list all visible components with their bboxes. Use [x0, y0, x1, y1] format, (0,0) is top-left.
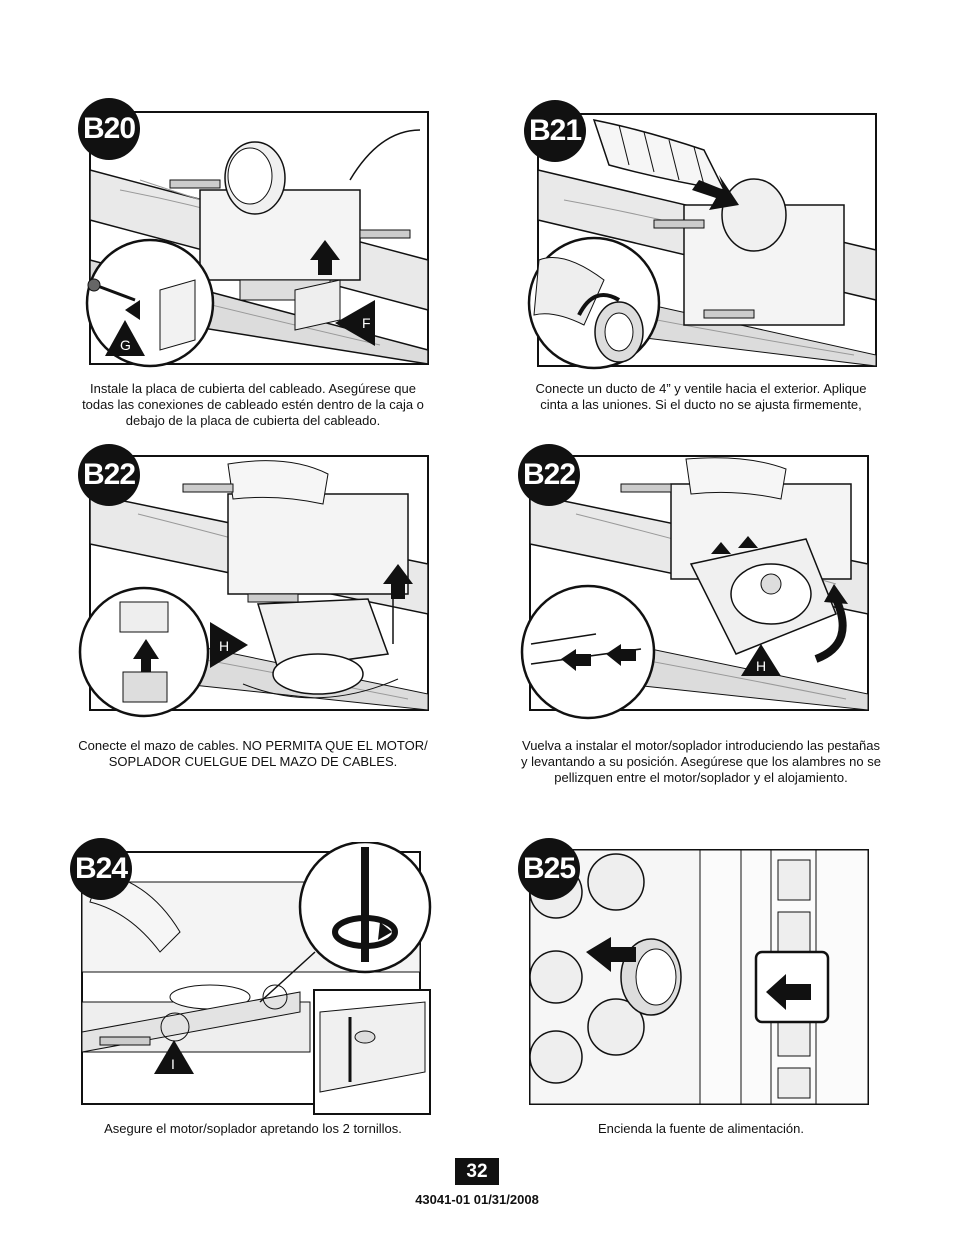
callout-i-triangle [154, 1040, 194, 1074]
b22-connect-illustration: H [78, 455, 429, 718]
caption-line: cinta a las uniones. Si el ducto no se a… [540, 397, 862, 412]
callout-g-triangle [105, 320, 145, 356]
panel-b24: I B24 [70, 838, 434, 1118]
step-badge-b21: B21 [524, 100, 586, 162]
caption-line: Instale la placa de cubierta del cablead… [90, 381, 416, 396]
panel-b22-connect: H B22 [78, 444, 432, 722]
caption-line: Encienda la fuente de alimentación. [598, 1121, 804, 1136]
caption-b22-connect: Conecte el mazo de cables. NO PERMITA QU… [56, 738, 450, 770]
caption-b24: Asegure el motor/soplador apretando los … [60, 1121, 446, 1137]
caption-b21: Conecte un ducto de 4” y ventile hacia e… [506, 381, 896, 413]
panel-b20: F G B20 [78, 98, 430, 368]
step-badge-b25: B25 [518, 838, 580, 900]
panel-b25: B25 [516, 838, 872, 1110]
callout-f-triangle [335, 300, 375, 346]
callout-h-label: H [219, 638, 229, 654]
step-badge-b24: B24 [70, 838, 132, 900]
callout-g-label: G [120, 337, 131, 353]
step-badge-b20: B20 [78, 98, 140, 160]
callout-i-label: I [171, 1056, 175, 1072]
step-badge-b22-reinstall: B22 [518, 444, 580, 506]
b25-illustration [529, 849, 869, 1105]
caption-line: todas las conexiones de cableado estén d… [82, 397, 424, 412]
b24-illustration: I [81, 842, 432, 1115]
caption-b25: Encienda la fuente de alimentación. [506, 1121, 896, 1137]
callout-f-label: F [362, 315, 371, 331]
callout-h-triangle [210, 622, 248, 668]
caption-line: debajo de la placa de cubierta del cable… [125, 413, 381, 428]
caption-line: Vuelva a instalar el motor/soplador intr… [522, 738, 880, 753]
caption-line: Conecte un ducto de 4” y ventile hacia e… [535, 381, 867, 396]
caption-line: pellizquen entre el motor/soplador y el … [554, 770, 848, 785]
caption-line: Conecte el mazo de cables. NO PERMITA QU… [78, 738, 428, 753]
caption-line: y levantando a su posición. Asegúrese qu… [521, 754, 881, 769]
callout-h-triangle [741, 644, 781, 676]
document-id: 43041-01 01/31/2008 [415, 1192, 539, 1207]
page-number: 32 [455, 1158, 499, 1185]
b22-reinstall-illustration: H [520, 455, 869, 720]
step-badge-b22-connect: B22 [78, 444, 140, 506]
caption-b20: Instale la placa de cubierta del cablead… [60, 381, 446, 429]
panel-b21: B21 [524, 100, 880, 370]
b20-illustration: F G [85, 111, 429, 368]
caption-line: Asegure el motor/soplador apretando los … [104, 1121, 402, 1136]
callout-h-label: H [756, 658, 766, 674]
b21-illustration [527, 113, 877, 370]
panel-b22-reinstall: H B22 [516, 444, 872, 722]
caption-b22-reinstall: Vuelva a instalar el motor/soplador intr… [500, 738, 902, 786]
caption-line: SOPLADOR CUELGUE DEL MAZO DE CABLES. [108, 754, 398, 769]
